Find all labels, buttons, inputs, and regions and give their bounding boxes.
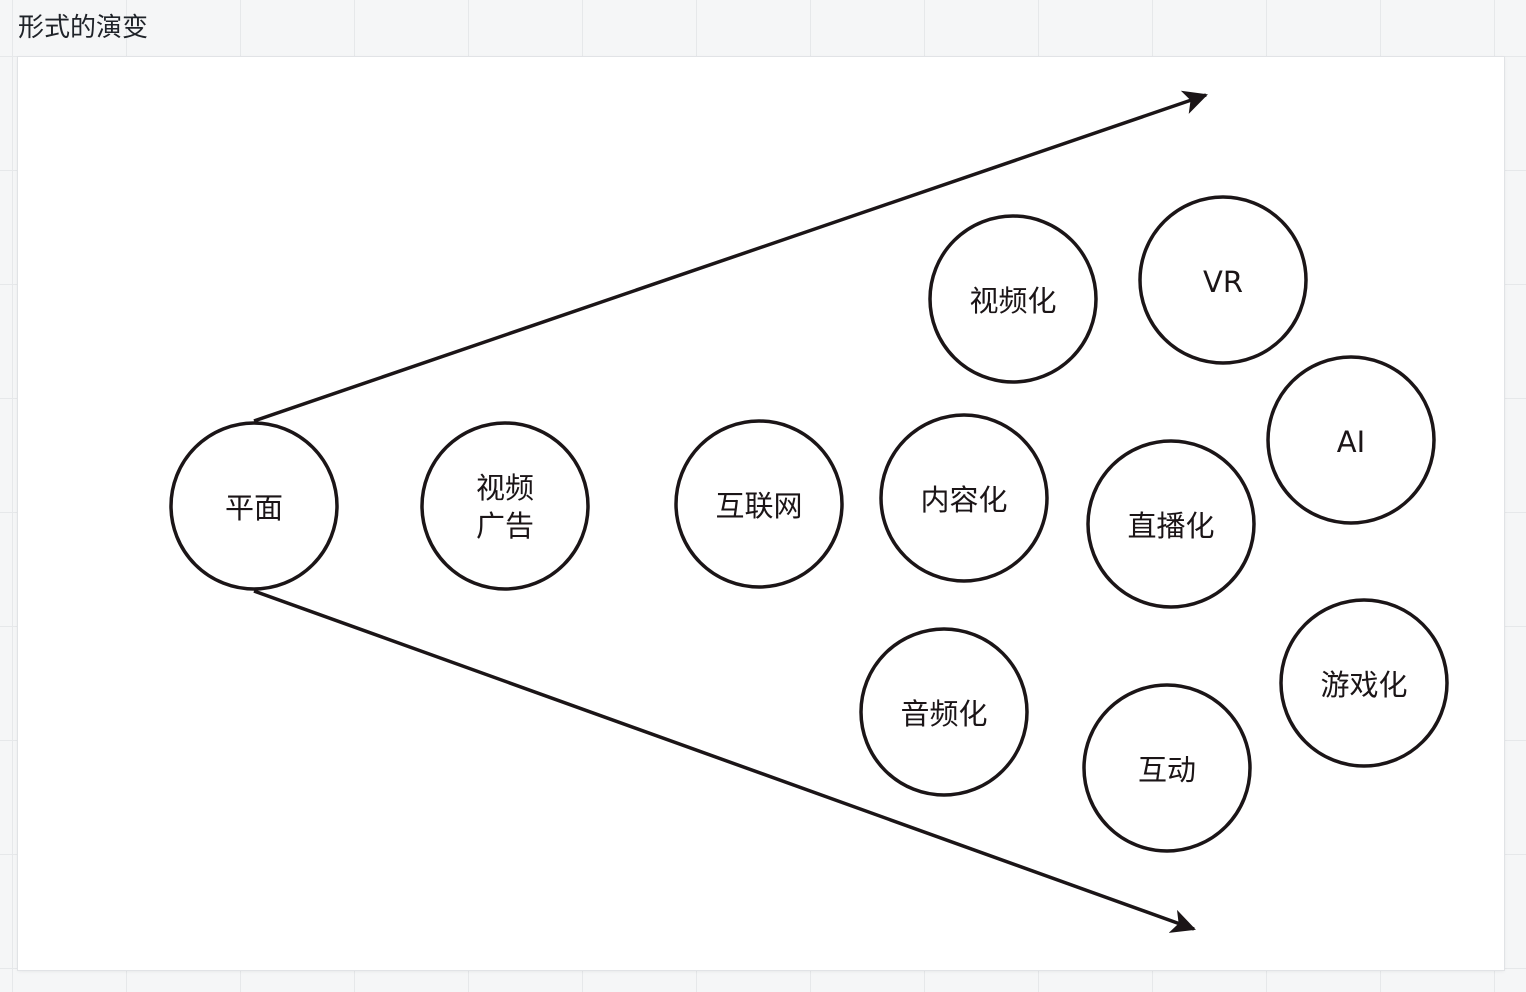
node-ai-label: AI <box>1337 425 1365 459</box>
node-interaction[interactable]: 互动 <box>1082 683 1252 853</box>
node-vr[interactable]: VR <box>1138 195 1308 365</box>
node-interaction-label: 互动 <box>1138 753 1196 787</box>
node-internet[interactable]: 互联网 <box>674 419 844 589</box>
node-contentization-label: 内容化 <box>920 483 1007 517</box>
node-livestreaming[interactable]: 直播化 <box>1086 439 1256 609</box>
node-flat-label: 平面 <box>225 491 283 525</box>
node-videoization[interactable]: 视频化 <box>928 214 1098 384</box>
node-video-ad-label-line2: 广告 <box>476 509 534 543</box>
node-video-ad[interactable]: 视频 广告 <box>420 421 590 591</box>
node-gamification[interactable]: 游戏化 <box>1279 598 1449 768</box>
node-video-ad-label-line1: 视频 <box>476 471 534 505</box>
node-livestreaming-label: 直播化 <box>1127 509 1214 543</box>
arrow-lower <box>253 589 1196 933</box>
diagram-svg: 平面 视频 广告 互联网 视频化 VR AI <box>169 90 1449 933</box>
node-ai[interactable]: AI <box>1266 355 1436 525</box>
node-audioization[interactable]: 音频化 <box>859 627 1029 797</box>
diagram-canvas: 平面 视频 广告 互联网 视频化 VR AI <box>18 57 1504 970</box>
node-audioization-label: 音频化 <box>900 697 987 731</box>
arrow-upper <box>253 90 1208 423</box>
node-vr-label: VR <box>1203 265 1243 299</box>
node-flat[interactable]: 平面 <box>169 421 339 591</box>
frame-title: 形式的演变 <box>18 13 149 43</box>
node-videoization-label: 视频化 <box>969 284 1056 318</box>
node-contentization[interactable]: 内容化 <box>879 413 1049 583</box>
node-internet-label: 互联网 <box>715 489 802 523</box>
node-gamification-label: 游戏化 <box>1320 668 1407 702</box>
